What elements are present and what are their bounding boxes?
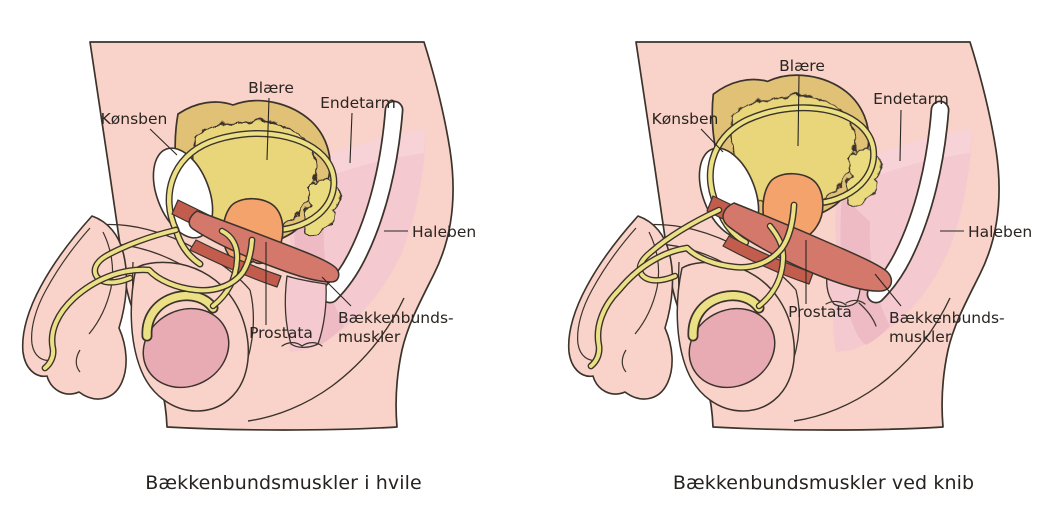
leader-endetarm — [899, 109, 902, 162]
vas-deferens-tube — [173, 227, 203, 267]
leader-blaere — [266, 97, 270, 161]
anus-folds — [281, 342, 323, 347]
spermatic-cord-tube — [92, 228, 178, 285]
penis-inner-line — [88, 231, 114, 335]
caption-squeeze: Bækkenbundsmuskler ved knib — [672, 472, 975, 494]
label-baekkenbund_2: muskler — [338, 328, 401, 346]
penis-tip-fold — [75, 349, 81, 373]
label-koensben: Kønsben — [652, 110, 719, 128]
tailbone-bone — [322, 102, 402, 302]
label-koensben: Kønsben — [101, 110, 168, 128]
label-blaere: Blære — [779, 57, 825, 75]
leader-blaere — [797, 75, 800, 147]
epididymis — [689, 291, 763, 340]
label-baekkenbund_1: Bækkenbunds- — [889, 309, 1005, 327]
vas-deferens-tube — [167, 131, 336, 233]
leader-endetarm — [349, 112, 353, 164]
pelvic-floor-muscle — [722, 202, 893, 292]
vas-deferens-tube — [211, 229, 239, 308]
spermatic-cord-tube — [637, 208, 721, 283]
label-baekkenbund_2: muskler — [889, 328, 952, 346]
label-endetarm: Endetarm — [873, 90, 949, 108]
label-haleben: Haleben — [412, 223, 476, 241]
testicle — [142, 307, 230, 389]
leader-koensben — [149, 128, 178, 156]
label-prostata: Prostata — [249, 324, 313, 342]
leader-koensben — [700, 128, 724, 153]
vas-deferens-tube — [757, 224, 785, 308]
pelvic-floor-muscle — [188, 210, 340, 283]
penis-tip-fold — [621, 349, 627, 373]
buttock-crease — [793, 297, 951, 422]
buttock-crease — [247, 297, 405, 422]
label-endetarm: Endetarm — [320, 94, 396, 112]
penis-inner-line — [577, 227, 637, 361]
anus-folds — [825, 299, 877, 327]
label-blaere: Blære — [248, 79, 294, 97]
label-baekkenbund_1: Bækkenbunds- — [338, 309, 454, 327]
label-prostata: Prostata — [788, 303, 852, 321]
penis-inner-line — [31, 227, 91, 361]
testicle — [688, 307, 776, 389]
urethra-tube — [43, 238, 254, 370]
caption-rest: Bækkenbundsmuskler i hvile — [145, 472, 422, 494]
label-haleben: Haleben — [968, 223, 1032, 241]
epididymis — [143, 291, 217, 340]
urethra-tube — [589, 203, 796, 368]
leader-baekkenbund_1 — [874, 273, 902, 307]
leader-baekkenbund_1 — [321, 276, 352, 307]
